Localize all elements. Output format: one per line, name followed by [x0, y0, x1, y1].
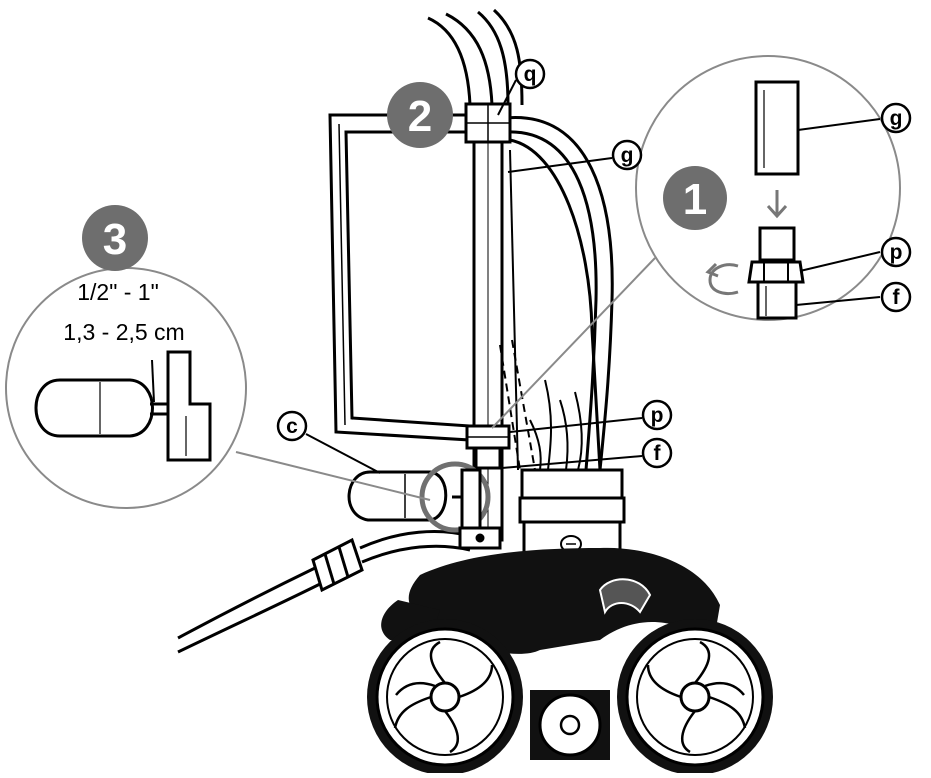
gap-measure-inches: 1/2" - 1" [77, 279, 159, 305]
callout-p-inset: p [880, 236, 912, 268]
step-number-2: 2 [408, 92, 432, 141]
top-hoses [427, 8, 524, 106]
step-number-3: 3 [103, 215, 127, 264]
callout-g-inset: g [880, 102, 912, 134]
bag-neck [518, 468, 626, 558]
step-badge-1: 1 [663, 166, 727, 230]
callout-p-inset-label: p [890, 241, 903, 264]
inset-float-gap [5, 267, 431, 509]
wheel-left [367, 619, 523, 775]
inset-hose-connection [491, 55, 901, 429]
callout-c: c [276, 410, 381, 474]
debris-bag [499, 138, 602, 471]
center-wheel [530, 690, 610, 760]
callout-q: q [497, 58, 546, 116]
step-badge-3: 3 [82, 205, 148, 271]
step-number-1: 1 [683, 175, 707, 224]
callout-p-main-label: p [651, 404, 664, 427]
callout-f-inset-label: f [893, 286, 901, 309]
callout-g-main: g [507, 139, 643, 173]
callout-g-inset-label: g [890, 107, 903, 130]
callout-p-main: p [509, 399, 673, 433]
riser-nut [465, 424, 511, 470]
rotate-counterclockwise-icon [705, 262, 739, 295]
callout-f-main: f [501, 437, 673, 469]
sweep-hose [504, 116, 614, 471]
float-frame [328, 113, 472, 442]
hose-swivel-fitting [311, 537, 364, 593]
callout-c-label: c [286, 415, 298, 438]
wheel-right [617, 619, 773, 775]
step-badge-2: 2 [387, 82, 453, 148]
callout-q-label: q [524, 63, 537, 86]
callout-g-main-label: g [621, 144, 634, 167]
tee-connector [464, 102, 512, 144]
gap-measure-cm: 1,3 - 2,5 cm [63, 319, 184, 345]
callout-f-main-label: f [654, 442, 662, 465]
float-bracket [458, 468, 502, 550]
down-arrow-icon [766, 190, 788, 219]
callout-f-inset: f [880, 281, 912, 313]
